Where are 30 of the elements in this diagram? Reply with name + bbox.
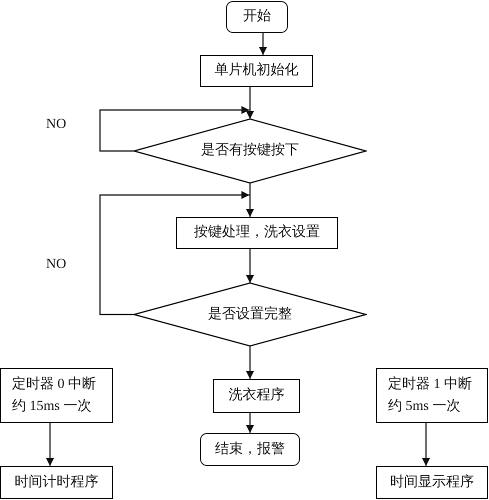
process-label: 时间显示程序 [390, 474, 474, 492]
process-label: 洗衣程序 [228, 387, 284, 405]
process-label: 单片机初始化 [214, 62, 298, 80]
decision-label: 是否设置完整 [208, 306, 292, 324]
process-label: 定时器 1 中断约 5ms 一次 [388, 375, 473, 416]
process-box [200, 55, 313, 87]
arrow [246, 249, 254, 283]
terminal-box [200, 433, 300, 466]
process-label: 时间计时程序 [14, 474, 98, 492]
terminal-box [226, 1, 288, 33]
arrow [259, 33, 267, 55]
arrow [246, 110, 254, 119]
arrow [246, 346, 254, 379]
process-box [376, 368, 488, 423]
process-box [213, 379, 300, 413]
process-box [0, 368, 113, 423]
arrow [246, 195, 254, 217]
terminal-label: 开始 [243, 8, 271, 26]
process-label: 定时器 0 中断约 15ms 一次 [12, 375, 97, 416]
arrow [99, 106, 250, 152]
process-box [0, 466, 113, 499]
process-label: 按键处理，洗衣设置 [194, 224, 320, 242]
arrow [99, 191, 250, 316]
arrow [422, 423, 430, 466]
decision-label: 是否有按键按下 [201, 142, 299, 160]
process-box [376, 466, 488, 499]
process-box [176, 217, 338, 249]
arrow [246, 413, 254, 433]
arrow [46, 423, 54, 466]
terminal-label: 结束，报警 [215, 440, 285, 458]
